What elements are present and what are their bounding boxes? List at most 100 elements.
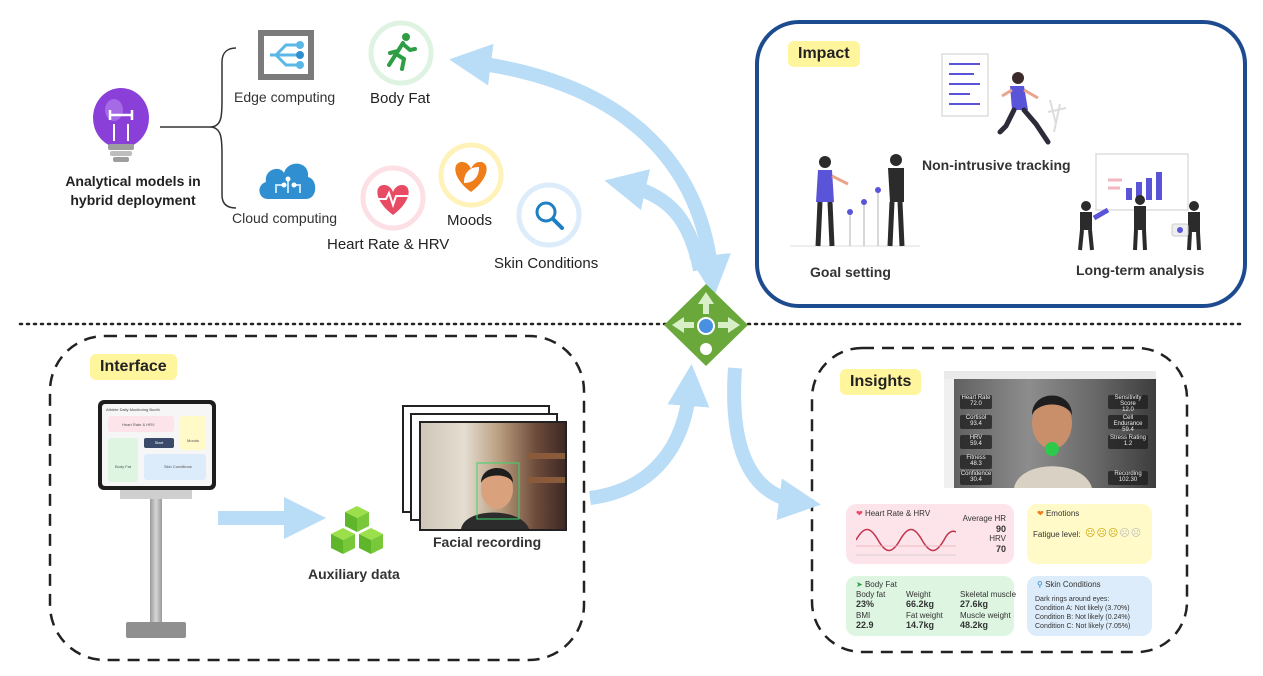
camera-overlay-screenshot: Heart Rate 72.0 Cortisol 93.4 HRV 59.4 F… (944, 371, 1156, 488)
arrow-hub-to-insights (727, 367, 821, 521)
fatigue-label: Fatigue level: (1033, 530, 1081, 539)
kiosk-base (126, 622, 186, 638)
hr-card-header: ❤ Heart Rate & HRV (856, 509, 930, 518)
skin-insight-card: ⚲ Skin Conditions Dark rings around eyes… (1027, 576, 1152, 636)
bodyfat-cell-3-label: Skeletal muscle (960, 590, 1017, 599)
bodyfat-cell-5-value: 14.7kg (906, 620, 935, 630)
bodyfat-cell-4-label: BMI (856, 611, 871, 620)
kiosk-bodyfat-tile[interactable]: Body Fat (108, 438, 138, 482)
bodyfat-cell-2-value: 66.2kg (906, 599, 935, 609)
hr-card-stats: Average HR 90 HRV 70 (963, 514, 1006, 554)
auxiliary-data-label: Auxiliary data (308, 566, 400, 582)
lightbulb-icon (93, 88, 149, 162)
moods-icon (438, 142, 504, 208)
overlay-cell-6-value: 59.4 (1122, 427, 1134, 433)
cloud-computing-label: Cloud computing (232, 210, 338, 226)
hub-diamond (664, 284, 748, 366)
fatigue-faces: ☹☹☹☹☹ (1085, 528, 1142, 539)
kiosk-hr-tile[interactable]: Heart Rate & HRV (108, 416, 174, 432)
bodyfat-cell-3-value: 27.6kg (960, 599, 989, 609)
overlay-cell-3-label: HRV (969, 435, 983, 441)
bracket (160, 47, 237, 209)
kiosk-moods-tile[interactable]: Moods (180, 416, 206, 450)
overlay-cell-2: Cortisol 93.4 (960, 415, 992, 429)
overlay-cell-5: Sensitivity Score 12.0 (1108, 395, 1148, 413)
kiosk-tablet: Athlete Daily Monitoring Booth Heart Rat… (98, 400, 216, 490)
skin-condition-a: Condition A: Not likely (3.70%) (1035, 605, 1130, 612)
overlay-cell-8: Confidence 30.4 (960, 471, 992, 485)
skin-conditions-label: Skin Conditions (494, 255, 599, 272)
fatigue-face-4-icon: ☹ (1119, 528, 1131, 539)
kiosk-start-label: Start (154, 440, 164, 445)
overlay-cell-5-value: 12.0 (1122, 407, 1134, 413)
models-title-line2: hybrid deployment (70, 192, 196, 208)
overlay-cell-5-label: Sensitivity Score (1114, 395, 1142, 407)
hr-insight-card: ❤ Heart Rate & HRV Average HR 90 HRV 70 (846, 504, 1014, 564)
fatigue-face-2-icon: ☹ (1096, 528, 1108, 539)
running-figure-icon (368, 20, 434, 86)
kiosk-moods-label: Moods (186, 438, 199, 443)
kiosk-skin-tile[interactable]: Skin Conditions (144, 454, 206, 480)
bodyfat-cell-4-value: 22.9 (856, 620, 874, 630)
face-capture-graphic (461, 453, 565, 529)
hr-card-title: Heart Rate & HRV (864, 509, 931, 518)
bodyfat-card-header: ➤ Body Fat (856, 580, 897, 589)
emotions-heart-icon: ❤ (1037, 509, 1044, 518)
kiosk-screen: Athlete Daily Monitoring Booth Heart Rat… (102, 404, 212, 486)
overlay-cell-9: Recording 102.30 (1108, 471, 1148, 485)
longterm-analysis-label: Long-term analysis (1076, 262, 1205, 278)
impact-frame (755, 20, 1247, 308)
hr-card-heart-icon: ❤ (856, 509, 863, 518)
fatigue-face-1-icon: ☹ (1085, 528, 1097, 539)
skin-magnifier-small-icon: ⚲ (1037, 580, 1043, 589)
overlay-cell-7: Stress Rating 1.2 (1108, 435, 1148, 449)
overlay-cell-4: Fitness 48.3 (960, 455, 992, 469)
hrv-label: HRV (989, 534, 1006, 543)
bodyfat-cell-6-label: Muscle weight (960, 611, 1011, 620)
kiosk-mount (120, 490, 192, 499)
arrow-interface-to-hub (588, 364, 710, 505)
bodyfat-cell-6-value: 48.2kg (960, 620, 989, 630)
edge-computing-label: Edge computing (234, 89, 336, 105)
edge-computing-icon (258, 30, 314, 80)
overlay-cell-8-value: 30.4 (970, 477, 982, 483)
longterm-analysis-illustration (1078, 153, 1201, 251)
overlay-cell-1-value: 72.0 (970, 401, 982, 407)
kiosk-start-button[interactable]: Start (144, 438, 174, 448)
skin-condition-b: Condition B: Not likely (0.24%) (1035, 614, 1130, 621)
overlay-cell-6-label: Cell Endurance (1113, 415, 1143, 427)
kiosk-title: Athlete Daily Monitoring Booth (106, 407, 160, 412)
overlay-cell-8-label: Confidence (960, 471, 992, 477)
overlay-cell-1-label: Heart Rate (961, 395, 991, 401)
bodyfat-runner-icon: ➤ (856, 580, 863, 589)
overlay-browser-bar (944, 371, 1156, 379)
body-fat-label: Body Fat (370, 90, 431, 107)
overlay-cell-1: Heart Rate 72.0 (960, 395, 992, 409)
models-title: Analytical models in hybrid deployment (48, 172, 218, 210)
overlay-cell-4-value: 48.3 (970, 461, 982, 467)
bodyfat-insight-card: ➤ Body Fat Body fat 23% Weight 66.2kg Sk… (846, 576, 1017, 636)
kiosk-hr-label: Heart Rate & HRV (122, 422, 155, 427)
heart-rate-label: Heart Rate & HRV (327, 236, 450, 253)
tracking-illustration (941, 53, 1067, 145)
arrow-hub-to-cloud (604, 169, 707, 272)
models-title-line1: Analytical models in (65, 173, 201, 189)
moods-label: Moods (447, 212, 493, 229)
overlay-cell-7-value: 1.2 (1123, 441, 1133, 447)
interface-tag: Interface (90, 354, 177, 380)
overlay-cell-6: Cell Endurance 59.4 (1108, 415, 1148, 433)
kiosk-skin-label: Skin Conditions (164, 464, 192, 469)
non-intrusive-tracking-label: Non-intrusive tracking (922, 157, 1071, 173)
interface-frame (48, 334, 586, 662)
fatigue-face-3-icon: ☹ (1107, 528, 1120, 539)
skin-card-title: Skin Conditions (1045, 580, 1101, 589)
overlay-cell-2-label: Cortisol (965, 415, 987, 421)
skin-card-header: ⚲ Skin Conditions (1037, 580, 1101, 589)
heart-rate-icon (360, 165, 426, 231)
arrow-bodyfat-to-hub (469, 55, 731, 297)
emotions-card: ❤ Emotions Fatigue level: ☹☹☹☹☹ (1027, 504, 1152, 564)
hr-avg-value: 90 (995, 524, 1006, 534)
overlay-sidebar (944, 379, 954, 488)
impact-tag: Impact (788, 41, 860, 67)
